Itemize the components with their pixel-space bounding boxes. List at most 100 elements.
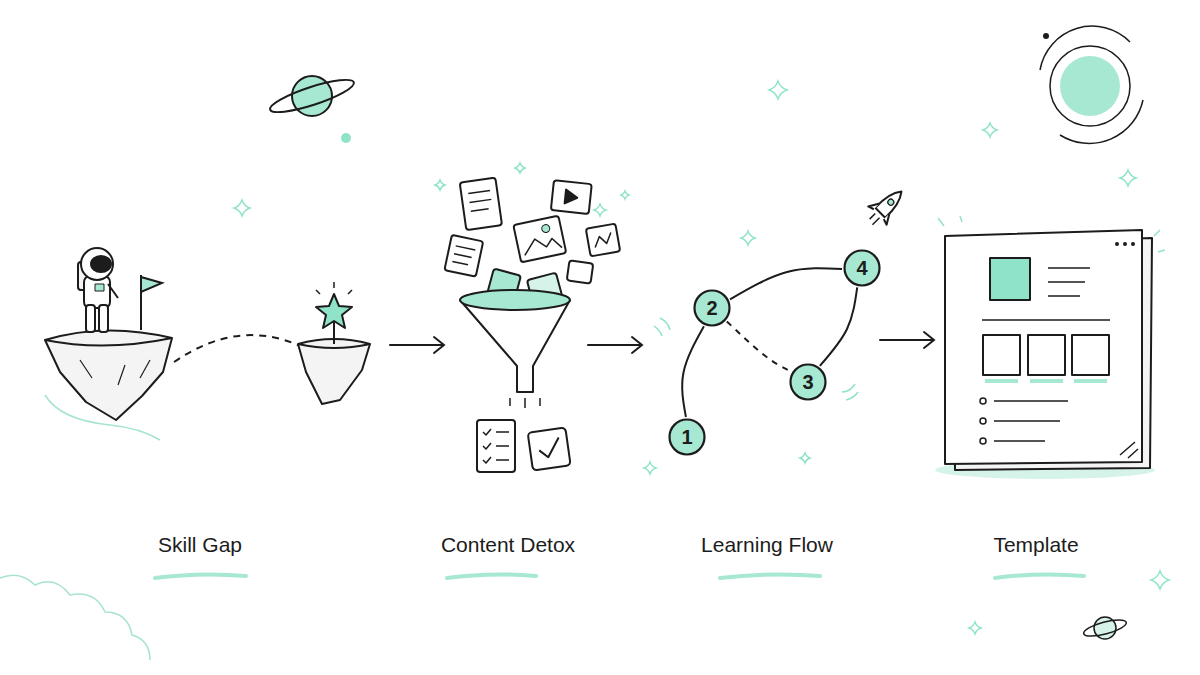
label-underline bbox=[447, 574, 536, 578]
astronaut bbox=[108, 284, 118, 298]
sun-orbit bbox=[1040, 26, 1130, 70]
floating-rock bbox=[45, 330, 172, 420]
target-rock bbox=[298, 344, 370, 348]
content-papers bbox=[551, 180, 592, 214]
content-papers bbox=[513, 216, 566, 263]
content-papers bbox=[586, 224, 620, 257]
template-page bbox=[935, 216, 1165, 479]
sparkle bbox=[983, 123, 997, 137]
stage-label: Skill Gap bbox=[158, 533, 242, 557]
template-page bbox=[980, 398, 986, 404]
flow-connector bbox=[682, 326, 704, 417]
funnel bbox=[460, 290, 570, 408]
planet-small bbox=[1082, 617, 1128, 640]
template-page bbox=[980, 418, 986, 424]
content-papers bbox=[586, 224, 620, 257]
content-papers bbox=[452, 246, 475, 266]
checklist bbox=[477, 420, 571, 472]
sun-orbit bbox=[1040, 26, 1143, 143]
astronaut bbox=[78, 248, 118, 332]
template-page bbox=[1131, 242, 1135, 246]
gap-path bbox=[174, 335, 300, 362]
motion-marks bbox=[654, 318, 670, 336]
floating-rock bbox=[45, 330, 172, 420]
checklist bbox=[496, 432, 509, 460]
sparkle bbox=[969, 622, 981, 634]
step-circle: 2 bbox=[693, 289, 731, 327]
template-page bbox=[1123, 242, 1127, 246]
flag bbox=[141, 277, 162, 292]
astronaut bbox=[91, 256, 111, 272]
sparkle bbox=[594, 204, 606, 216]
sun-orbit bbox=[1050, 46, 1130, 126]
sparkle bbox=[1120, 170, 1136, 186]
flow-connector bbox=[820, 287, 857, 365]
rocket bbox=[887, 198, 895, 206]
content-papers bbox=[593, 233, 613, 248]
template-page bbox=[982, 268, 1110, 320]
funnel bbox=[460, 290, 570, 310]
circle-outline bbox=[791, 365, 826, 400]
content-papers bbox=[460, 178, 502, 231]
cloud-doodle bbox=[0, 395, 160, 660]
stage-label: Learning Flow bbox=[701, 533, 833, 557]
sun-orbit bbox=[1043, 33, 1049, 39]
gap-path bbox=[174, 335, 300, 362]
astronaut bbox=[81, 248, 113, 280]
sparkle bbox=[800, 453, 810, 463]
sparkle bbox=[644, 462, 656, 474]
sparkle bbox=[435, 180, 445, 190]
rocket bbox=[868, 213, 879, 224]
sun-orbit bbox=[1060, 56, 1120, 116]
astronaut bbox=[99, 305, 108, 332]
target-rock bbox=[298, 282, 370, 404]
funnel bbox=[460, 300, 570, 392]
astronaut bbox=[95, 284, 104, 291]
sun-orbit bbox=[1060, 100, 1143, 143]
template-page bbox=[983, 335, 1020, 375]
sparkle bbox=[621, 191, 629, 199]
step-number: 3 bbox=[802, 371, 813, 394]
flow-arrow bbox=[880, 332, 934, 348]
template-page bbox=[938, 216, 1165, 252]
flag bbox=[141, 275, 162, 330]
funnel bbox=[510, 398, 540, 408]
circle-outline bbox=[845, 251, 880, 286]
step-number: 4 bbox=[856, 257, 867, 280]
target-rock bbox=[316, 282, 352, 294]
stage-label: Content Detox bbox=[441, 533, 575, 557]
template-page bbox=[1028, 335, 1065, 375]
flow-connector bbox=[727, 321, 791, 371]
content-papers bbox=[460, 178, 502, 231]
flow-connector bbox=[730, 268, 842, 299]
label-underline bbox=[720, 574, 820, 578]
template-page bbox=[985, 379, 1107, 383]
rocket bbox=[875, 187, 906, 218]
sparkle bbox=[769, 81, 787, 99]
circle-outline bbox=[695, 291, 730, 326]
sparkle bbox=[741, 231, 755, 245]
checklist bbox=[538, 438, 561, 459]
stage-label: Template bbox=[993, 533, 1078, 557]
content-papers bbox=[513, 216, 566, 263]
content-papers bbox=[444, 235, 483, 277]
planet bbox=[341, 133, 351, 143]
planet-small bbox=[1082, 617, 1128, 640]
label-underline bbox=[155, 574, 246, 578]
flow-arrow bbox=[390, 337, 444, 353]
planet bbox=[267, 74, 356, 143]
sparkle bbox=[515, 163, 525, 173]
checklist bbox=[528, 428, 571, 471]
step-number: 1 bbox=[681, 426, 692, 449]
content-papers bbox=[565, 190, 578, 205]
content-papers bbox=[567, 260, 594, 283]
template-page bbox=[990, 258, 1030, 300]
content-papers bbox=[567, 260, 594, 283]
content-papers bbox=[468, 190, 492, 211]
template-page bbox=[994, 401, 1138, 458]
content-papers bbox=[551, 180, 592, 214]
checklist bbox=[477, 420, 515, 472]
content-papers bbox=[444, 235, 483, 277]
